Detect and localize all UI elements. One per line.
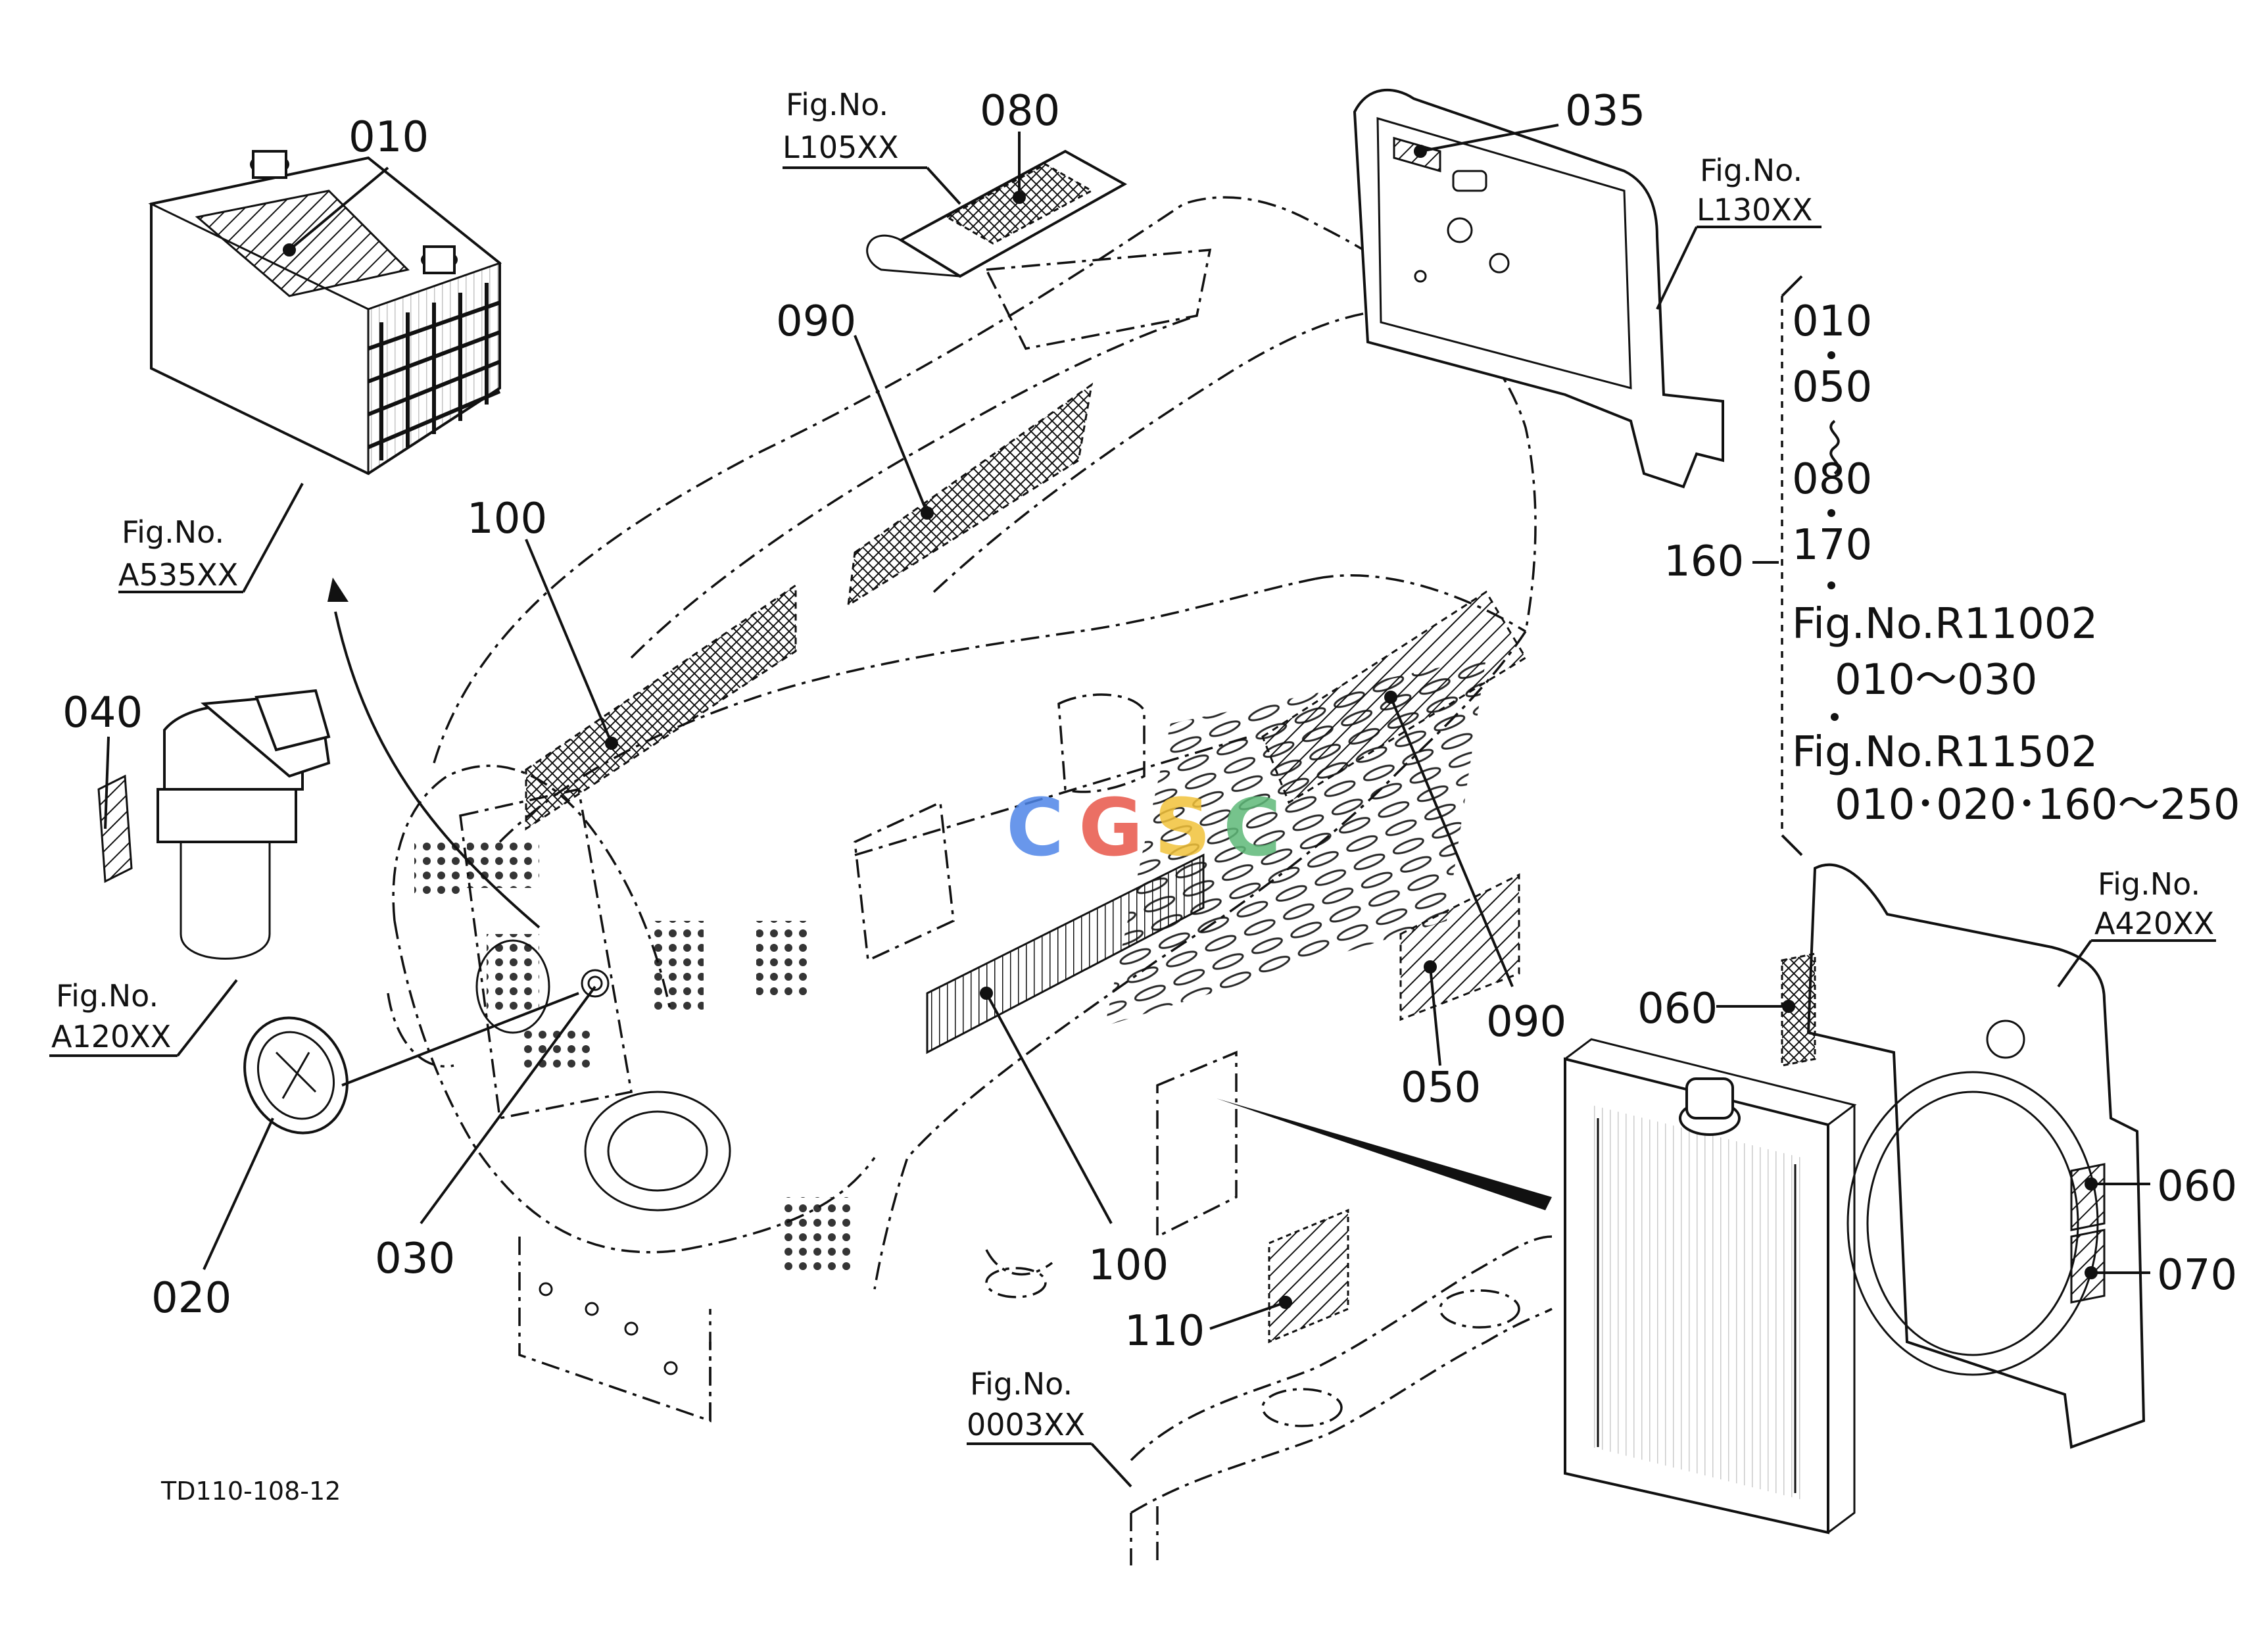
callout-080: 080	[980, 87, 1060, 135]
set-list: 010 050 080 170 Fig.No.R11002 010～030 Fi…	[1792, 297, 2240, 829]
watermark-letter: C	[1223, 783, 1281, 874]
callout-035: 035	[1565, 87, 1645, 135]
figref-a120-title: Fig.No.	[56, 978, 158, 1014]
figure-references: Fig.No. L105XX Fig.No. L130XX Fig.No. A5…	[51, 87, 2214, 1442]
fan-shroud-part	[1781, 863, 2146, 1449]
range-tilde-icon	[1829, 420, 1840, 475]
figref-a120-code: A120XX	[51, 1019, 171, 1054]
callout-100-upper: 100	[467, 495, 547, 543]
set-item-170: 170	[1792, 521, 1872, 570]
set-separator-dot	[1827, 581, 1835, 589]
callout-040: 040	[62, 689, 143, 737]
callout-090-top: 090	[776, 297, 856, 346]
watermark-letter: C	[1006, 783, 1064, 874]
figref-l105-title: Fig.No.	[786, 87, 888, 122]
callout-100-lower: 100	[1088, 1241, 1169, 1290]
figref-0003-code: 0003XX	[967, 1407, 1085, 1442]
fuel-filter-part	[97, 689, 331, 960]
callout-020: 020	[151, 1274, 231, 1323]
callout-060-left: 060	[1637, 985, 1718, 1033]
figref-l130-code: L130XX	[1697, 192, 1812, 228]
drawing-code: TD110-108-12	[160, 1477, 341, 1506]
hood-assembly	[327, 196, 1552, 1423]
callout-110: 110	[1124, 1307, 1205, 1356]
callout-030: 030	[375, 1235, 455, 1283]
set-item-080: 080	[1792, 455, 1872, 504]
set-separator-dot	[1831, 713, 1839, 721]
set-ref-r11002: Fig.No.R11002	[1792, 600, 2098, 649]
figref-0003-title: Fig.No.	[970, 1366, 1073, 1402]
callout-010: 010	[349, 113, 429, 162]
figref-l130-title: Fig.No.	[1700, 153, 1802, 188]
figref-l105-code: L105XX	[783, 130, 898, 165]
callout-labels: 010 080 035 090 100 040 160 060 050 090 …	[62, 87, 2237, 1356]
watermark-letter: G	[1078, 783, 1144, 874]
set-ref-r11502: Fig.No.R11502	[1792, 728, 2098, 777]
figref-a420-code: A420XX	[2094, 906, 2214, 941]
watermark-logo: C G S C	[1006, 783, 1281, 874]
callout-160: 160	[1664, 537, 1744, 586]
top-plate-part	[866, 149, 1128, 278]
figref-a535-title: Fig.No.	[122, 514, 224, 550]
radiator-part	[1564, 1038, 1857, 1535]
callout-050: 050	[1401, 1064, 1481, 1112]
set-item-050: 050	[1792, 363, 1872, 412]
callout-060-right: 060	[2157, 1162, 2237, 1211]
figref-a420-title: Fig.No.	[2098, 866, 2200, 902]
frame-part	[1130, 1208, 1553, 1565]
fuel-cap-part	[243, 1016, 349, 1135]
set-separator-dot	[1827, 351, 1835, 359]
leader-lines	[49, 124, 2216, 1488]
set-ref-r11502-range: 010･020･160～250	[1835, 781, 2240, 829]
callout-090-side: 090	[1486, 998, 1566, 1046]
figref-a535-code: A535XX	[118, 557, 238, 593]
watermark-letter: S	[1154, 783, 1211, 874]
set-ref-r11002-range: 010～030	[1835, 656, 2037, 704]
set-separator-dot	[1827, 509, 1835, 517]
set-item-010: 010	[1792, 297, 1872, 346]
battery-part	[148, 150, 502, 476]
bracket-part-035	[1353, 89, 1724, 489]
callout-070: 070	[2157, 1251, 2237, 1300]
